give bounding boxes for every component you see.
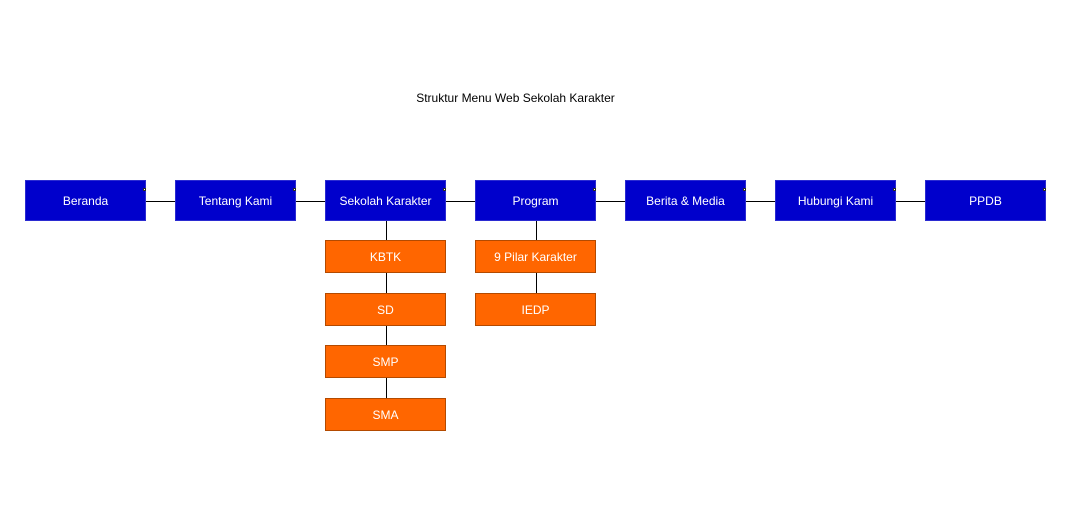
menu-connector xyxy=(296,200,325,202)
connection-point-marker xyxy=(143,188,146,191)
menu-item-tentang-kami[interactable]: Tentang Kami xyxy=(175,180,296,221)
menu-item-ppdb[interactable]: PPDB xyxy=(925,180,1046,221)
menu-connector xyxy=(596,200,625,202)
submenu-item-sma[interactable]: SMA xyxy=(325,398,446,431)
menu-connector xyxy=(746,200,775,202)
connection-point-marker xyxy=(893,188,896,191)
menu-item-hubungi-kami[interactable]: Hubungi Kami xyxy=(775,180,896,221)
submenu-item-iedp[interactable]: IEDP xyxy=(475,293,596,326)
connection-point-marker xyxy=(293,188,296,191)
submenu-item-sd[interactable]: SD xyxy=(325,293,446,326)
menu-connector xyxy=(446,200,475,202)
submenu-item-9-pilar-karakter[interactable]: 9 Pilar Karakter xyxy=(475,240,596,273)
menu-connector xyxy=(896,200,925,202)
connection-point-marker xyxy=(743,188,746,191)
connection-point-marker xyxy=(1043,188,1046,191)
menu-item-sekolah-karakter[interactable]: Sekolah Karakter xyxy=(325,180,446,221)
menu-connector xyxy=(146,200,175,202)
menu-item-beranda[interactable]: Beranda xyxy=(25,180,146,221)
connection-point-marker xyxy=(593,188,596,191)
submenu-item-kbtk[interactable]: KBTK xyxy=(325,240,446,273)
diagram-title: Struktur Menu Web Sekolah Karakter xyxy=(416,91,615,105)
menu-item-program[interactable]: Program xyxy=(475,180,596,221)
submenu-item-smp[interactable]: SMP xyxy=(325,345,446,378)
menu-item-berita-media[interactable]: Berita & Media xyxy=(625,180,746,221)
connection-point-marker xyxy=(443,188,446,191)
